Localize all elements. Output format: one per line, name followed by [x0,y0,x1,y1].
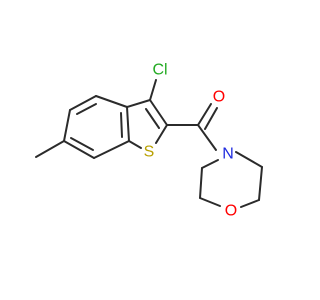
molecule-diagram: Cl S O N O [35,62,263,220]
bond-morph-c1-c2 [258,166,263,201]
morpholine-oxygen-label: O [225,203,237,220]
bond-carbonyl-o-a [197,103,212,126]
bond-thio-c3-c2-double [145,108,160,129]
bond-benz-c5-c4 [69,95,97,111]
bonds [35,79,263,208]
bond-morph-c4-n [201,159,219,169]
bond-benz-c3a-c7a [126,106,130,142]
bond-thio-c3a-c3 [126,99,151,108]
bond-carbonyl-n [197,124,217,151]
bond-morph-c3-c4 [199,167,203,199]
bond-benz-inner-2 [120,112,123,138]
bond-benz-c6-c5 [63,109,71,142]
bond-methyl [35,140,65,158]
bond-thio-s-c7a [128,140,142,149]
bond-benz-inner-1 [76,103,97,115]
carbonyl-oxygen-label: O [213,89,225,106]
bond-carbonyl-o-b [204,107,218,130]
bond-thio-c3-c2 [149,99,168,126]
amide-nitrogen-label: N [222,146,234,163]
bond-benz-c7-c6 [63,140,95,159]
sulfur-atom-label: S [144,144,155,161]
bond-morph-n-c1 [235,151,263,168]
bond-c3-cl [149,79,157,101]
structure-canvas: Cl S O N O [35,62,263,220]
bond-benz-inner-3 [70,137,94,151]
bond-morph-c2-o [240,199,260,208]
bond-thio-c2-s [155,124,168,144]
bond-benz-c4-c3a [95,95,128,108]
chlorine-atom-label: Cl [152,62,167,79]
bond-morph-o-c3 [199,197,221,207]
bond-benz-c7a-c7 [93,140,130,159]
atom-labels: Cl S O N O [144,62,238,220]
